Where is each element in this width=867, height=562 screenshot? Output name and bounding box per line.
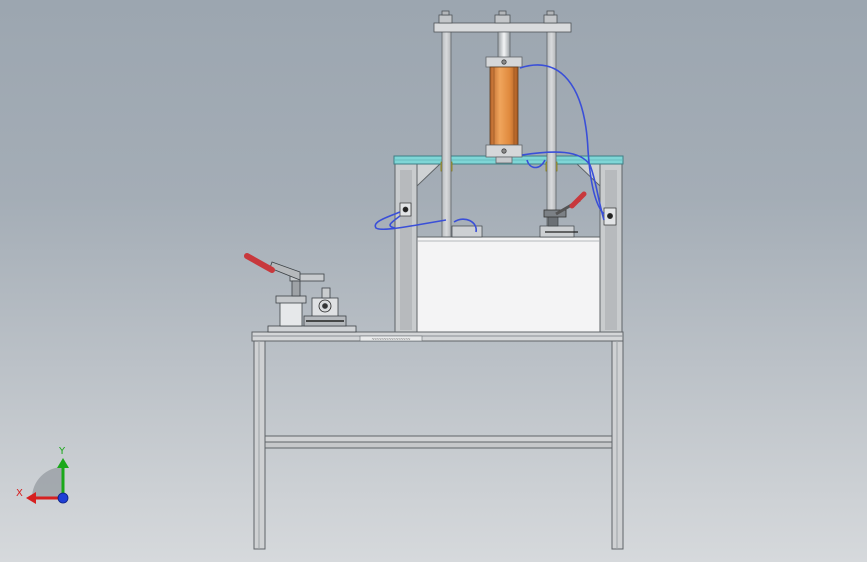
label-plate: ~~~~~~~~~~~~~~~~: [359, 335, 423, 341]
left-fixture: [244, 253, 357, 333]
clamp-handle-right: [569, 191, 587, 209]
fixture-base: [267, 325, 357, 333]
triad-y-label: Y: [58, 446, 66, 457]
nut-right: [543, 14, 558, 24]
upper-fixture: [451, 213, 578, 238]
triad-quadrant: [32, 467, 63, 498]
valve-right: [603, 207, 617, 226]
guide-post-right: [546, 29, 557, 239]
label-plate-text: ~~~~~~~~~~~~~~~~: [372, 336, 411, 341]
nut-left: [438, 14, 453, 24]
triad-z-axis: [57, 492, 69, 504]
nut-center: [494, 14, 511, 24]
table-crossbar: [264, 435, 613, 443]
table-crossbar-lower: [264, 441, 613, 449]
piston-rod: [497, 31, 511, 59]
top-crossbar: [433, 10, 572, 33]
axis-triad[interactable]: Y X: [16, 446, 69, 504]
air-hoses: [374, 64, 605, 233]
air-cylinder: [485, 31, 523, 164]
table-frame: [251, 331, 624, 550]
valve-left: [399, 202, 412, 217]
guide-post-left: [441, 29, 452, 239]
die-box: [416, 236, 601, 333]
clamp-handle-left: [244, 253, 275, 273]
triad-x-label: X: [16, 488, 23, 499]
toggle-clamp-right: [543, 191, 587, 218]
